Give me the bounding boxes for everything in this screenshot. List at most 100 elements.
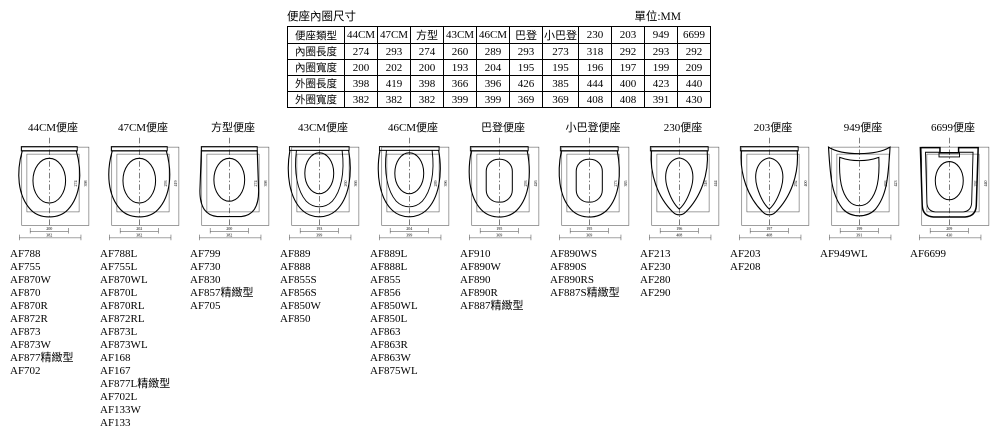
- table-value-cell: 440: [677, 75, 711, 92]
- table-value-cell: 396: [476, 75, 510, 92]
- model-item: AF705: [190, 300, 221, 312]
- model-item: AF830: [190, 274, 221, 286]
- seat-hole: [485, 158, 513, 203]
- table-corner-cell: 便座類型: [287, 26, 345, 44]
- model-list: AF6699: [908, 248, 998, 261]
- table-value-cell: 385: [542, 75, 579, 92]
- table-value-cell: 430: [677, 91, 711, 108]
- dim-inner-width-label: 204: [406, 226, 412, 231]
- model-item: AF702: [10, 365, 41, 377]
- table-header-cell: 6699: [677, 26, 711, 44]
- seat-outline: [919, 146, 979, 218]
- diagram-title: 6699便座: [931, 122, 975, 134]
- seat-outline: [377, 150, 441, 218]
- model-item: AF890R: [460, 287, 498, 299]
- seat-lid: [110, 146, 168, 152]
- table-value-cell: 419: [377, 75, 411, 92]
- dim-outer-width-label: 369: [496, 233, 502, 238]
- dim-outer-width-label: 382: [46, 233, 52, 238]
- model-item: AF850W: [280, 300, 321, 312]
- model-item: AF855: [370, 274, 401, 286]
- model-item: AF290: [640, 287, 671, 299]
- seat-hole: [934, 161, 964, 201]
- table-value-cell: 408: [611, 91, 645, 108]
- model-item: AF873WL: [100, 339, 148, 351]
- table-value-cell: 318: [578, 43, 612, 60]
- diagram-title: 46CM便座: [387, 122, 439, 134]
- model-item: AF863R: [370, 339, 408, 351]
- model-item: AF872R: [10, 313, 48, 325]
- model-item: AF856S: [280, 287, 317, 299]
- table-value-cell: 369: [509, 91, 543, 108]
- dim-outer-width-label: 430: [946, 233, 952, 238]
- diagram-title: 43CM便座: [297, 122, 349, 134]
- dim-inner-width-label: 196: [676, 226, 682, 231]
- seat-hole: [575, 158, 603, 203]
- dim-rect-inner: [746, 153, 800, 213]
- model-item: AF873W: [10, 339, 51, 351]
- table-header-cell: 方型: [410, 26, 444, 44]
- diagram-title: 203便座: [753, 122, 793, 134]
- dim-outer-width-label: 369: [586, 233, 592, 238]
- model-item: AF730: [190, 261, 221, 273]
- table-header-cell: 230: [578, 26, 612, 44]
- model-item: AF887精緻型: [460, 300, 524, 312]
- table-value-cell: 202: [377, 59, 411, 76]
- seat-hole: [213, 157, 246, 202]
- seat-outline: [827, 146, 891, 217]
- dim-inner-length-label: 292: [973, 180, 978, 186]
- table-header-cell: 203: [611, 26, 645, 44]
- model-item: AF855S: [280, 274, 317, 286]
- dim-rect-outer: [831, 146, 900, 226]
- table-value-cell: 391: [644, 91, 678, 108]
- dim-outer-width-label: 382: [226, 233, 232, 238]
- table-value-cell: 195: [509, 59, 543, 76]
- seat-rim: [385, 150, 434, 208]
- dim-rect-inner: [206, 153, 260, 213]
- model-item: AF850L: [370, 313, 408, 325]
- table-header-cell: 巴登: [509, 26, 543, 44]
- model-item: AF168: [100, 352, 131, 364]
- seat-rim: [295, 150, 344, 208]
- model-item: AF857精緻型: [190, 287, 254, 299]
- model-item: AF133W: [100, 404, 141, 416]
- seat-outline: [108, 150, 171, 218]
- model-item: AF230: [640, 261, 671, 273]
- table-value-cell: 382: [344, 91, 378, 108]
- table-value-cell: 399: [476, 91, 510, 108]
- table-header-cell: 43CM: [443, 26, 477, 44]
- table-value-cell: 293: [377, 43, 411, 60]
- seat-outline: [558, 150, 620, 218]
- seat-outline: [18, 150, 81, 218]
- table-value-cell: 382: [377, 91, 411, 108]
- table-header-cell: 44CM: [344, 26, 378, 44]
- dim-rect-inner: [26, 153, 80, 213]
- dim-rect-inner: [836, 153, 890, 213]
- dim-inner-width-label: 200: [46, 226, 52, 231]
- model-item: AF788L: [100, 248, 138, 260]
- diagram-title: 44CM便座: [27, 122, 79, 134]
- dim-inner-length-label: 274: [253, 180, 258, 186]
- dim-outer-length-label: 385: [623, 180, 628, 186]
- dim-inner-length-label: 289: [433, 180, 438, 186]
- model-item: AF949WL: [820, 248, 868, 260]
- dim-outer-length-label: 440: [983, 180, 988, 186]
